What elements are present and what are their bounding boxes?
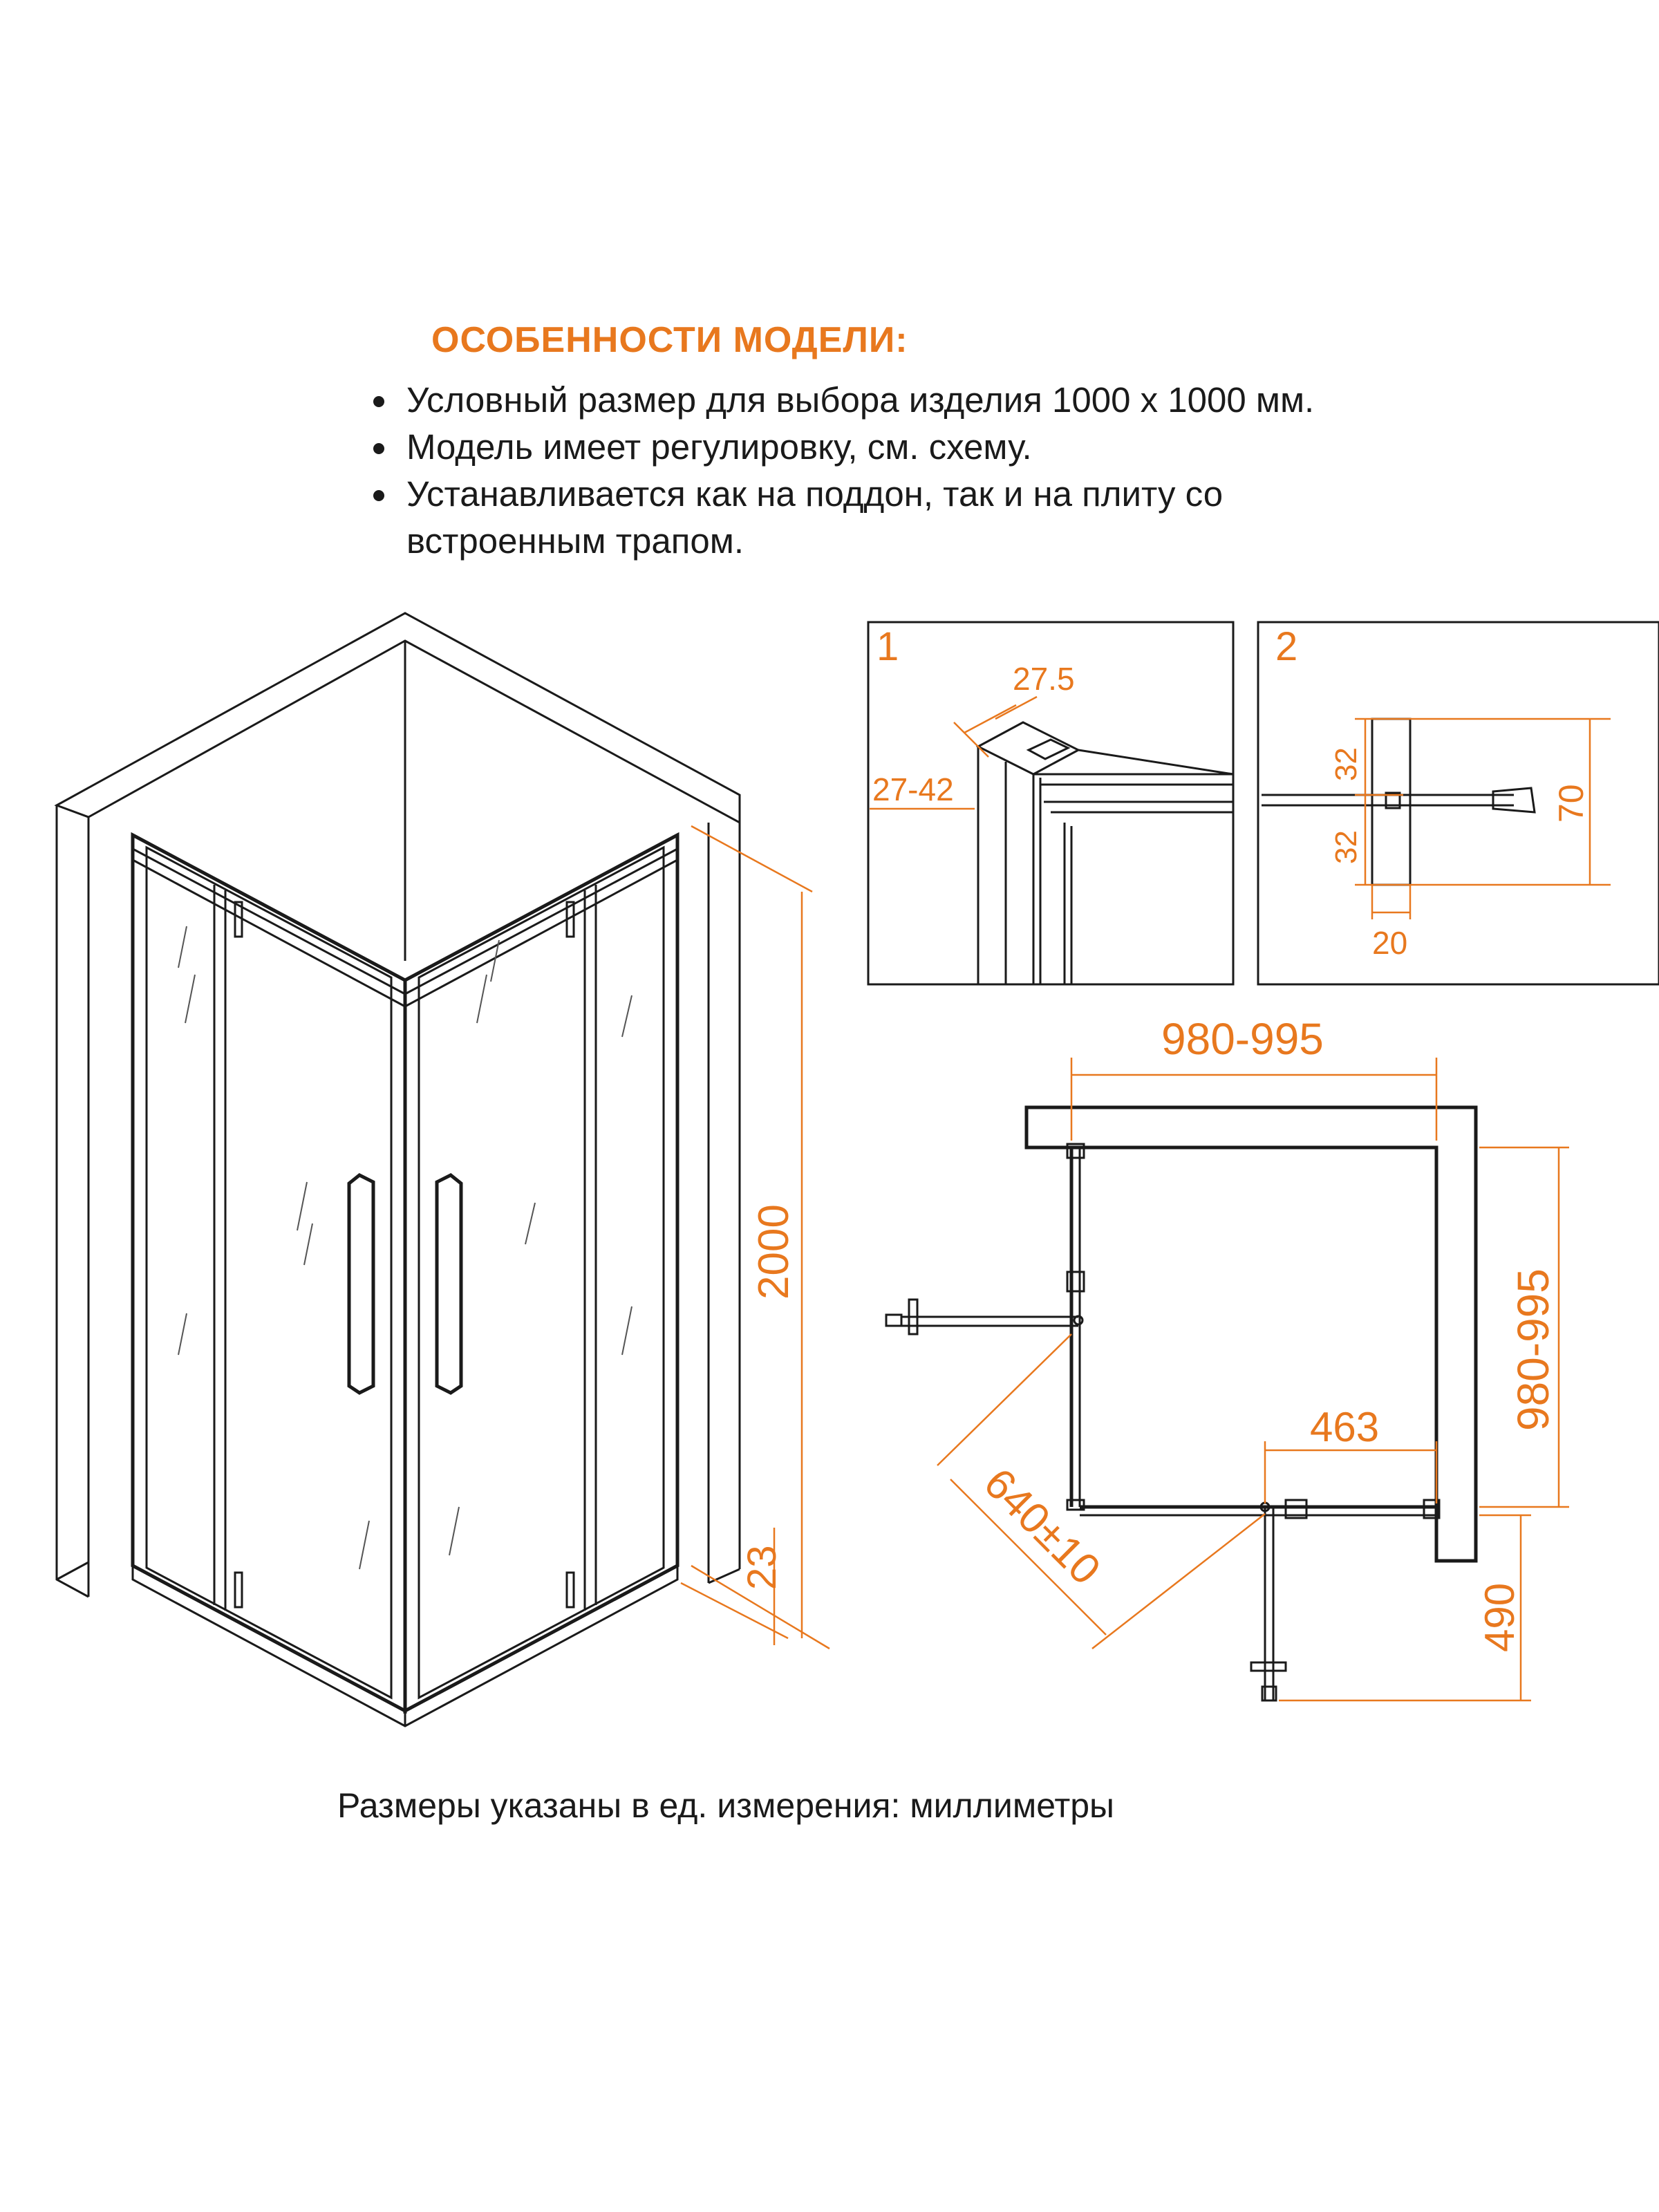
plan-depth-dimension: 980-995 <box>1508 1268 1558 1431</box>
detail-2-dim-bottom: 32 <box>1329 830 1363 864</box>
bullet-icon <box>373 396 384 407</box>
plan-width-dimension: 980-995 <box>1161 1014 1324 1064</box>
detail-2-dim-top: 32 <box>1329 747 1363 781</box>
plan-door-opening-dimension: 463 <box>1310 1404 1379 1450</box>
features-title: ОСОБЕННОСТИ МОДЕЛИ: <box>431 320 908 360</box>
detail-1-panel: 1 27.5 27-42 <box>867 621 1235 986</box>
glass-reflection <box>178 926 632 1570</box>
detail-2-number: 2 <box>1275 624 1297 669</box>
units-footnote: Размеры указаны в ед. измерения: миллиме… <box>337 1786 1114 1825</box>
detail-1-dim-a: 27.5 <box>1013 661 1075 697</box>
features-list: Условный размер для выбора изделия 1000 … <box>366 377 1409 565</box>
detail-1-number: 1 <box>877 624 899 669</box>
base-dimension: 23 <box>740 1545 785 1590</box>
feature-item: Устанавливается как на поддон, так и на … <box>366 471 1409 565</box>
feature-item: Условный размер для выбора изделия 1000 … <box>366 377 1409 424</box>
detail-2-dim-width: 20 <box>1372 925 1407 961</box>
detail-2-dim-total: 70 <box>1552 784 1591 823</box>
plan-view: 980-995 980-995 463 490 640±10 <box>885 1014 1569 1702</box>
plan-diagonal-dimension: 640±10 <box>975 1459 1109 1594</box>
isometric-view: 2000 23 <box>54 612 830 1727</box>
detail-2-panel: 2 32 32 70 20 <box>1257 621 1659 986</box>
bullet-icon <box>373 443 384 454</box>
feature-item: Модель имеет регулировку, см. схему. <box>366 424 1409 471</box>
height-dimension: 2000 <box>750 1204 798 1300</box>
plan-swing-dimension: 490 <box>1477 1583 1523 1652</box>
detail-1-dim-b: 27-42 <box>872 771 954 807</box>
bullet-icon <box>373 490 384 501</box>
